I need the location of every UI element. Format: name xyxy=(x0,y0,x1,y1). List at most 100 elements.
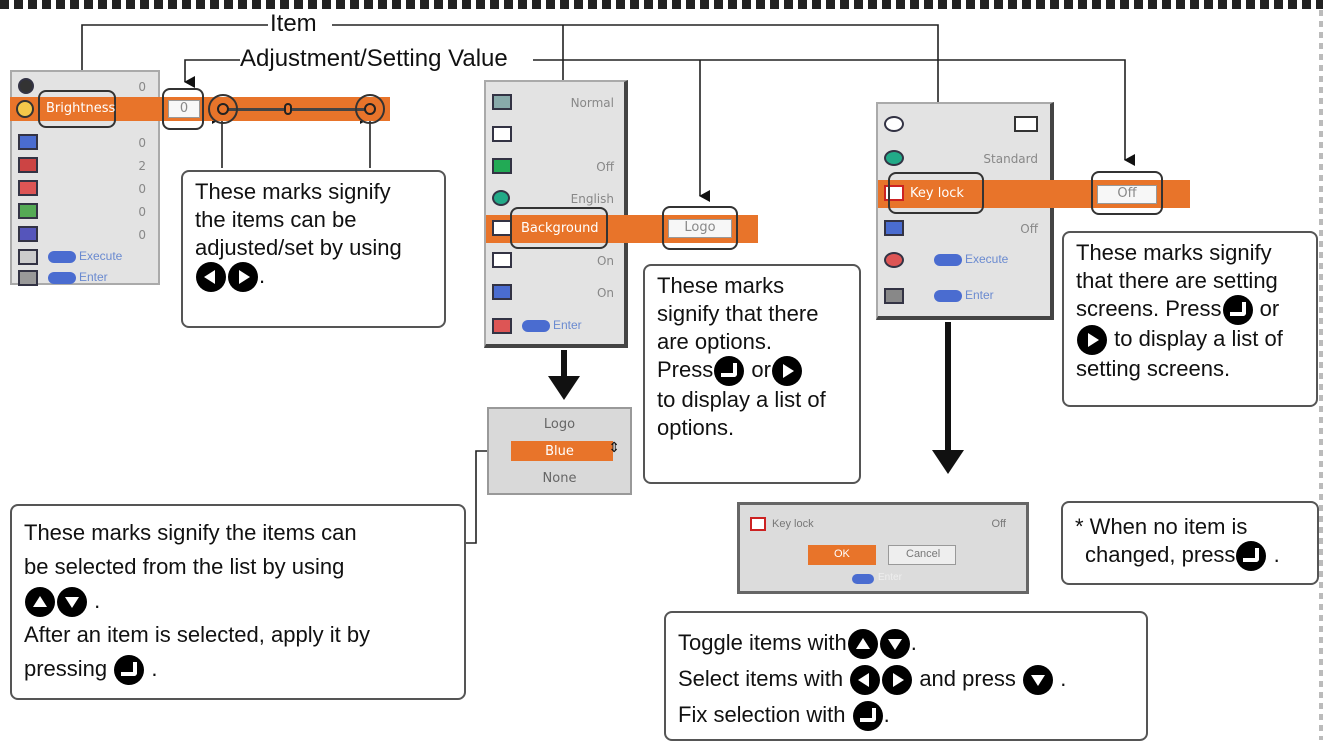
right-dashed-border xyxy=(1319,10,1323,740)
down-arrow-right xyxy=(932,322,964,474)
select-info-box: These marks signify the items can be sel… xyxy=(10,504,466,700)
right-arrow-mark[interactable] xyxy=(364,103,376,115)
background-icon xyxy=(492,220,512,236)
blue-icon xyxy=(18,226,38,242)
list-selected-bar[interactable] xyxy=(511,441,613,461)
list-item[interactable]: Logo xyxy=(543,417,576,432)
adjust-line-left xyxy=(184,59,240,88)
capture-icon xyxy=(492,318,512,334)
enter-pill-icon xyxy=(48,250,76,263)
pointer-icon xyxy=(884,220,904,236)
security-icon xyxy=(884,288,904,304)
right-button-icon xyxy=(1077,325,1107,356)
right-mark-ring xyxy=(355,94,385,124)
contrast-icon xyxy=(18,78,34,94)
up-button-icon xyxy=(25,587,55,618)
brightness-icon xyxy=(16,100,34,118)
enter-pill-icon xyxy=(48,271,76,284)
item-line-left xyxy=(81,24,268,88)
screen-icon xyxy=(492,94,512,110)
menu-row: On xyxy=(492,284,622,302)
down-button-icon xyxy=(57,587,87,618)
menu-row: 0 xyxy=(18,78,154,96)
down-button-icon xyxy=(879,629,910,660)
setting-info-box: These marks signify that there are setti… xyxy=(1062,231,1318,407)
fan-icon xyxy=(884,150,904,166)
down-button-icon xyxy=(1023,665,1054,696)
keylock-dialog: Key lock Off OK Cancel Enter xyxy=(737,502,1029,594)
menu-row: Enter xyxy=(884,288,1046,306)
right-button-icon xyxy=(771,356,802,387)
menu-row xyxy=(884,116,1046,134)
menu-row: Normal xyxy=(492,94,622,112)
right-button-icon xyxy=(882,665,913,696)
store-icon xyxy=(18,270,38,286)
item-ring xyxy=(510,207,608,249)
up-button-icon xyxy=(847,629,878,660)
enter-pill-icon xyxy=(852,574,874,584)
diamond-icon xyxy=(884,116,904,132)
item-callout: Item xyxy=(270,10,317,37)
cancel-label: Cancel xyxy=(906,548,941,560)
left-mark-ring xyxy=(208,94,238,124)
logo-icon xyxy=(492,284,512,300)
input-icon xyxy=(1014,116,1038,132)
updown-mark-icon: ⇕ xyxy=(608,439,620,455)
keystone-icon xyxy=(492,126,512,142)
left-button-icon xyxy=(196,262,226,293)
menu-row: Enter xyxy=(18,270,154,288)
enter-button-icon xyxy=(1222,295,1253,326)
left-arrow-mark[interactable] xyxy=(217,103,229,115)
value-ring xyxy=(1091,171,1163,215)
value-ring xyxy=(162,88,204,130)
adjust-info-box: These marks signify the items can be adj… xyxy=(181,170,446,328)
menu-row: Enter xyxy=(492,318,622,336)
menu-row: 0 xyxy=(18,134,154,152)
dialog-title: Key lock xyxy=(772,518,814,530)
enter-pill-icon xyxy=(522,319,550,332)
color-icon xyxy=(18,134,38,150)
item-ring xyxy=(38,90,116,128)
reset-icon xyxy=(18,249,38,265)
enter-button-icon xyxy=(114,655,145,686)
right-button-icon xyxy=(228,262,258,293)
brightness-value: 0 xyxy=(168,100,200,118)
toggle-info-box: Toggle items with. Select items with and… xyxy=(664,611,1148,741)
list-item-selected[interactable]: Blue xyxy=(545,444,574,459)
menu-row: Off xyxy=(884,220,1046,238)
keylock-label: Key lock xyxy=(910,186,964,201)
adjust-line-right xyxy=(533,59,1135,166)
cancel-button[interactable] xyxy=(888,545,956,565)
value-ring xyxy=(662,206,738,250)
dialog-value: Off xyxy=(991,518,1006,530)
dialog-enter: Enter xyxy=(878,572,902,583)
enter-pill-icon xyxy=(934,289,962,302)
slider-knob[interactable] xyxy=(284,103,292,115)
menu-row: Execute xyxy=(884,252,1046,270)
tint-icon xyxy=(18,157,38,173)
language-icon xyxy=(492,190,510,206)
menu-row: Execute xyxy=(18,249,154,267)
brightness-label: Brightness xyxy=(46,101,116,116)
background-value: Logo xyxy=(668,219,732,238)
ok-button[interactable] xyxy=(808,545,876,565)
ok-label: OK xyxy=(834,548,850,560)
option-list: Logo Blue None ⇕ xyxy=(487,407,632,495)
display-icon xyxy=(492,252,512,268)
menu-row: On xyxy=(492,252,622,270)
red-icon xyxy=(18,180,38,196)
background-label: Background xyxy=(521,221,599,236)
menu-row: 0 xyxy=(18,180,154,198)
menu-row: English xyxy=(492,190,622,208)
menu-row: Standard xyxy=(884,150,1046,168)
slider-track xyxy=(225,108,370,111)
keylock-value: Off xyxy=(1097,185,1157,204)
reset-icon xyxy=(884,252,904,268)
adjustment-callout: Adjustment/Setting Value xyxy=(240,45,508,72)
menu-row: 0 xyxy=(18,226,154,244)
menu-row: Off xyxy=(492,158,622,176)
extended-menu: Standard Off Execute Enter xyxy=(876,102,1054,320)
enter-button-icon xyxy=(852,701,883,732)
list-item[interactable]: None xyxy=(542,471,577,486)
menu-row xyxy=(492,126,622,144)
